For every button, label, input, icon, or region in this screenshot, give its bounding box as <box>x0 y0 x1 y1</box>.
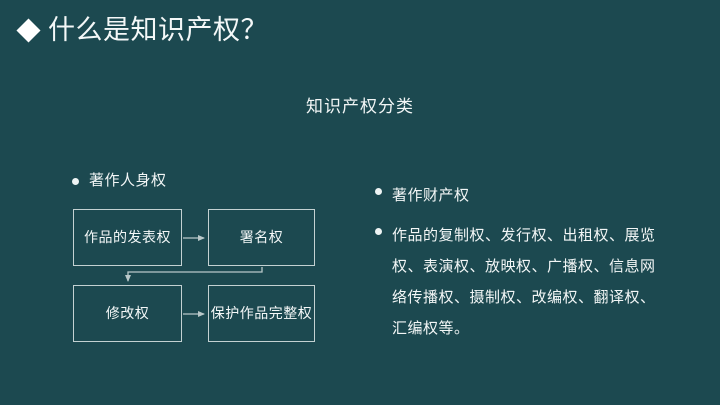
dot-bullet-icon <box>375 228 382 235</box>
flow-box-sign-label: 署名权 <box>239 229 284 245</box>
dot-bullet-icon <box>72 178 79 185</box>
left-column-heading: 著作人身权 <box>72 170 332 192</box>
dot-bullet-icon <box>375 188 382 195</box>
diamond-icon <box>16 18 41 43</box>
flow-box-protect-label: 保护作品完整权 <box>210 305 313 321</box>
flow-box-protect: 保护作品完整权 <box>208 285 315 342</box>
flow-box-publish: 作品的发表权 <box>73 209 182 266</box>
list-item-label: 著作财产权 <box>392 187 470 204</box>
list-item: 著作财产权 <box>375 180 665 211</box>
left-column-heading-label: 著作人身权 <box>89 172 167 189</box>
left-column: 著作人身权 <box>72 170 332 192</box>
flow-box-publish-label: 作品的发表权 <box>84 229 171 245</box>
subtitle: 知识产权分类 <box>306 97 414 116</box>
right-column: 著作财产权 作品的复制权、发行权、出租权、展览权、表演权、放映权、广播权、信息网… <box>375 180 665 353</box>
list-item-label: 作品的复制权、发行权、出租权、展览权、表演权、放映权、广播权、信息网络传播权、摄… <box>392 227 656 337</box>
list-item: 作品的复制权、发行权、出租权、展览权、表演权、放映权、广播权、信息网络传播权、摄… <box>375 220 665 344</box>
flow-box-sign: 署名权 <box>208 209 315 266</box>
page-title: 什么是知识产权？ <box>16 15 268 45</box>
page-title-text: 什么是知识产权？ <box>48 15 268 45</box>
flow-box-modify-label: 修改权 <box>105 305 150 321</box>
arrow-sign-to-modify <box>125 267 263 282</box>
flow-box-modify: 修改权 <box>73 285 182 342</box>
